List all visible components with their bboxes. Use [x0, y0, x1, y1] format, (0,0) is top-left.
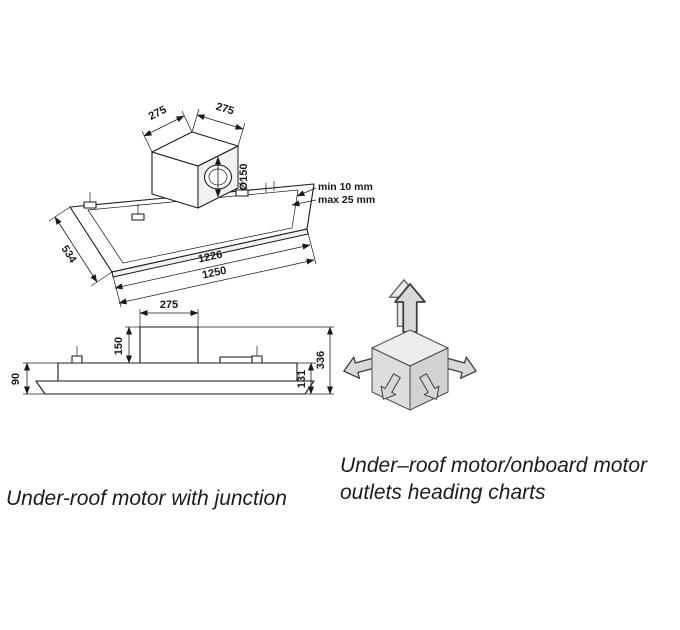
- top-feature: [219, 356, 257, 364]
- side-elevation-view: 275 150 90 131 336: [10, 299, 334, 395]
- extension-line: [237, 122, 246, 147]
- dim-lengths: 1226 1250: [111, 228, 317, 308]
- hood-panel-recess: [87, 189, 299, 264]
- dim-side-box-width: 275: [139, 299, 199, 327]
- caption-left: Under-roof motor with junction: [6, 487, 287, 510]
- dim-label-131: 131: [296, 370, 308, 388]
- dim-label-1250: 1250: [201, 265, 227, 282]
- clip-bump: [71, 355, 83, 364]
- dim-right-height: 131: [296, 362, 334, 395]
- mounting-clips: [83, 180, 275, 221]
- outlet-cube-diagram: [343, 279, 477, 411]
- dim-box-width-right: 275: [191, 101, 246, 147]
- visor-panel: [35, 380, 315, 395]
- extension-line: [48, 206, 71, 222]
- dim-label-534: 534: [58, 243, 79, 266]
- extension-line: [191, 108, 200, 133]
- extension-line: [90, 271, 113, 287]
- down-right-arrow-icon: [419, 373, 440, 400]
- clip: [131, 213, 145, 221]
- dim-label-275-left: 275: [147, 104, 169, 123]
- dim-total-height: 336: [198, 326, 334, 395]
- dimension-line: [54, 216, 98, 283]
- dim-label-150: 150: [113, 337, 125, 355]
- dimension-line: [118, 258, 315, 305]
- dim-label-275-right: 275: [214, 101, 235, 118]
- top-perspective-view: 275 275 Ø150 min 10 mm max 25 mm 1226: [48, 101, 375, 308]
- dim-left-height: 90: [10, 362, 58, 395]
- clip: [83, 201, 97, 209]
- dim-duct-diameter: Ø150: [215, 156, 250, 198]
- leader-line: [291, 199, 317, 207]
- extension-line: [306, 228, 317, 265]
- ceiling-gap-note: min 10 mm max 25 mm: [291, 181, 375, 207]
- leader-line: [296, 187, 317, 197]
- dim-label-90: 90: [10, 373, 22, 385]
- dim-label-side-275: 275: [160, 299, 178, 311]
- dimension-line: [196, 114, 244, 130]
- dimension-line: [143, 115, 185, 137]
- down-left-arrow-icon: [380, 373, 401, 400]
- caption-right-line1: Under–roof motor/onboard motor: [340, 454, 648, 477]
- dim-side-box-height: 150: [113, 326, 140, 364]
- clip-bump: [251, 355, 263, 364]
- dim-label-336: 336: [315, 351, 327, 369]
- gap-max-label: max 25 mm: [318, 194, 375, 206]
- gap-min-label: min 10 mm: [318, 181, 373, 193]
- clip: [235, 189, 249, 197]
- dim-label-duct: Ø150: [238, 164, 250, 191]
- hood-body: [57, 362, 298, 382]
- caption-right-line2: outlets heading charts: [340, 481, 546, 504]
- extension-line: [181, 110, 193, 133]
- junction-box-side: [139, 326, 199, 364]
- extension-line: [111, 271, 122, 308]
